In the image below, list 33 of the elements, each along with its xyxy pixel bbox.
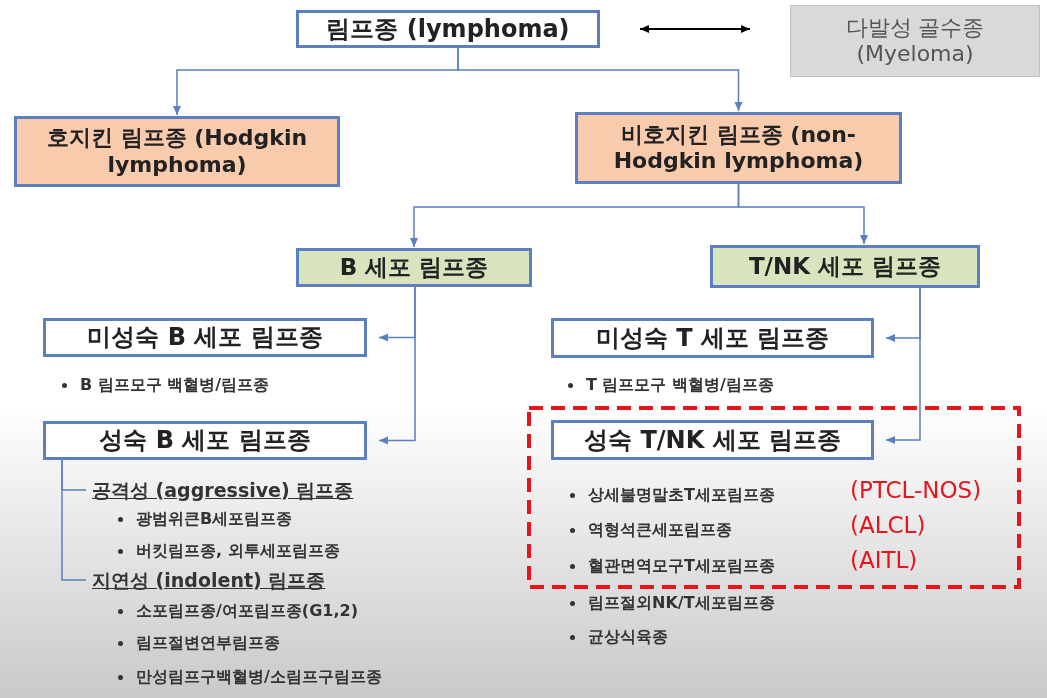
arrow: [639, 25, 751, 33]
connector-line: [61, 459, 87, 581]
arrow: [378, 286, 416, 445]
list-item: 소포림프종/여포림프종(G1,2): [136, 600, 358, 622]
arrow: [885, 287, 921, 444]
abbreviation-label: (PTCL-NOS): [850, 476, 982, 504]
arrow: [737, 183, 868, 245]
category-box: 호지킨 림프종 (Hodgkin lymphoma): [14, 116, 340, 187]
category-box: 미성숙 T 세포 림프종: [551, 318, 874, 358]
subgroup-heading: 공격성 (aggressive) 림프종: [88, 476, 400, 504]
subgroup-heading: 지연성 (indolent) 림프종: [88, 566, 368, 594]
list-item: 림프절외NK/T세포림프종: [588, 592, 775, 614]
list-item: 혈관면역모구T세포림프종: [588, 555, 775, 577]
list-item: 균상식육종: [588, 626, 668, 648]
list-item: 상세불명말초T세포림프종: [588, 484, 775, 506]
list-item: 만성림프구백혈병/소림프구림프종: [136, 666, 382, 688]
list-item: T 림프모구 백혈병/림프종: [586, 374, 774, 396]
arrow: [457, 47, 743, 112]
list-item: 역형석큰세포림프종: [588, 519, 732, 541]
category-box: 림프종 (lymphoma): [296, 10, 600, 48]
category-box: B 세포 림프종: [296, 248, 532, 287]
list-item: B 림프모구 백혈병/림프종: [80, 374, 270, 396]
abbreviation-label: (ALCL): [850, 511, 926, 539]
category-box: 성숙 T/NK 세포 림프종: [551, 420, 874, 460]
category-box: 성숙 B 세포 림프종: [43, 421, 367, 460]
category-box: 다발성 골수종 (Myeloma): [790, 5, 1040, 77]
category-box: 미성숙 B 세포 림프종: [43, 318, 367, 357]
category-box: T/NK 세포 림프종: [710, 245, 980, 288]
list-item: 광범위큰B세포림프종: [136, 508, 293, 530]
category-box: 비호지킨 림프종 (non-Hodgkin lymphoma): [575, 112, 902, 184]
abbreviation-label: (AITL): [850, 546, 918, 574]
list-item: 림프절변연부림프종: [136, 632, 280, 654]
list-item: 버킷림프종, 외투세포림프종: [136, 540, 340, 562]
